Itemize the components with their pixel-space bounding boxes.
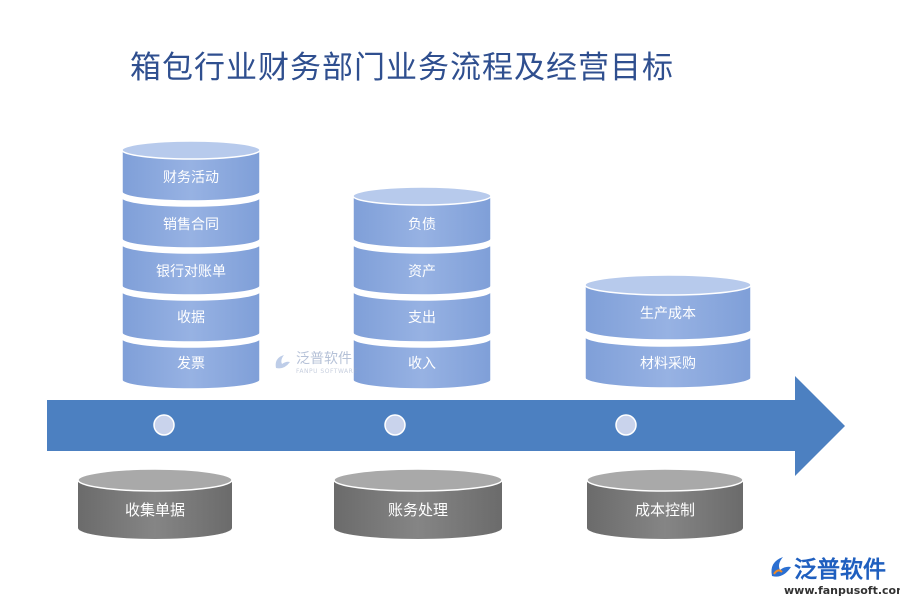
stack-2-segment-2: 资产 (352, 243, 492, 296)
stack-3-segment-2: 材料采购 (584, 335, 752, 389)
stack-3-segment-1: 生产成本 (584, 274, 752, 341)
stack-3-label-2: 材料采购 (640, 356, 696, 372)
stack-1-label-1: 财务活动 (163, 170, 219, 186)
stack-2: 负债 资产 支出 收入 (352, 186, 492, 390)
stage-2: 账务处理 (333, 468, 503, 539)
stack-2-segment-3: 支出 (352, 290, 492, 343)
stage-1-label: 收集单据 (125, 501, 185, 519)
stack-1-segment-4: 收据 (121, 290, 261, 343)
stage-3-label: 成本控制 (635, 501, 695, 519)
stack-1-segment-3: 银行对账单 (121, 243, 261, 296)
timeline-dot-1 (153, 414, 175, 436)
stack-1-label-5: 发票 (177, 356, 205, 372)
stack-1-segment-2: 销售合同 (121, 196, 261, 249)
stack-2-label-4: 收入 (408, 356, 436, 372)
watermark: 泛普软件 FANPU SOFTWARE (272, 348, 358, 375)
brand-name: 泛普软件 (794, 557, 886, 583)
stack-2-label-2: 资产 (408, 264, 436, 280)
timeline-dots (153, 414, 637, 436)
watermark-name: 泛普软件 (296, 351, 352, 367)
watermark-sub: FANPU SOFTWARE (296, 368, 358, 375)
fanpu-brand-icon (771, 557, 791, 577)
brand-url: www.fanpusoft.com (784, 584, 900, 597)
stage-3: 成本控制 (586, 468, 744, 539)
stack-1: 财务活动 销售合同 银行对账单 收据 发票 (121, 140, 261, 390)
stack-1-label-3: 银行对账单 (156, 264, 226, 280)
stack-1-label-2: 销售合同 (163, 217, 219, 233)
stack-3: 生产成本 材料采购 (584, 274, 752, 389)
stack-3-label-1: 生产成本 (640, 306, 696, 322)
fanpu-logo-icon (275, 354, 290, 368)
stack-2-segment-4: 收入 (352, 337, 492, 390)
timeline-dot-2 (384, 414, 406, 436)
timeline-dot-3 (615, 414, 637, 436)
stack-1-segment-5: 发票 (121, 337, 261, 390)
stack-2-label-1: 负债 (408, 217, 436, 233)
brand-logo: 泛普软件 www.fanpusoft.com (768, 550, 900, 597)
stack-2-label-3: 支出 (408, 310, 436, 326)
stage-1: 收集单据 (77, 468, 233, 539)
stack-1-segment-1: 财务活动 (121, 140, 261, 202)
diagram-title: 箱包行业财务部门业务流程及经营目标 (130, 50, 674, 86)
stack-1-label-4: 收据 (177, 310, 205, 326)
stage-2-label: 账务处理 (388, 501, 448, 519)
timeline-arrow (47, 376, 845, 476)
stack-2-segment-1: 负债 (352, 186, 492, 249)
